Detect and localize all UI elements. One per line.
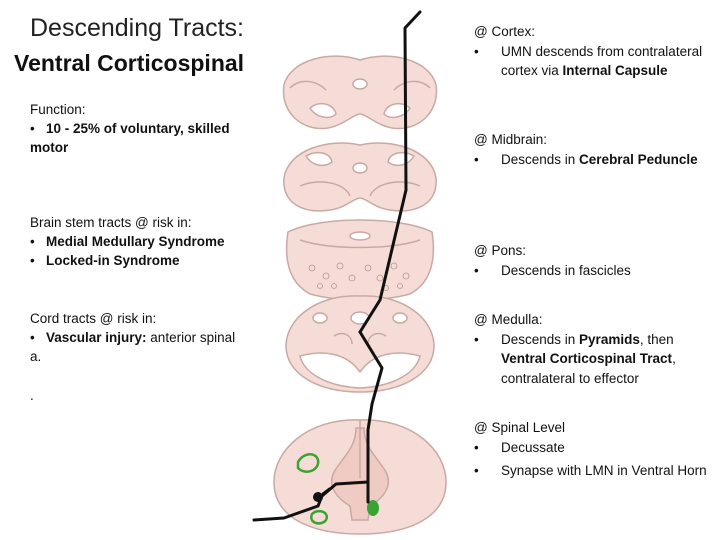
- ventral-tract-mark: [367, 500, 379, 516]
- cortex-label: @ Cortex:: [474, 24, 535, 39]
- bullet-icon: •: [474, 439, 479, 455]
- medulla-text-section: @ Medulla: • Descends in Pyramids, then …: [474, 310, 714, 388]
- spinal-item-1: • Decussate: [474, 438, 714, 458]
- title-line-1: Descending Tracts:: [30, 14, 244, 42]
- bullet-icon: •: [30, 253, 35, 268]
- lmn-dendrite: [321, 487, 331, 495]
- spinal-text-section: @ Spinal Level • Decussate • Synapse wit…: [474, 418, 714, 481]
- medulla-section: [285, 295, 435, 393]
- cortex-section: @ Cortex: • UMN descends from contralate…: [474, 22, 714, 81]
- function-section: Function: •10 - 25% of voluntary, skille…: [30, 100, 240, 157]
- midbrain-label: @ Midbrain:: [474, 132, 547, 147]
- cord-label: Cord tracts @ risk in:: [30, 311, 157, 326]
- pons-item: • Descends in fascicles: [474, 261, 714, 281]
- medulla-label: @ Medulla:: [474, 312, 543, 327]
- spinal-label: @ Spinal Level: [474, 420, 566, 435]
- midbrain-item: • Descends in Cerebral Peduncle: [474, 150, 714, 170]
- midbrain-text-section: @ Midbrain: • Descends in Cerebral Pedun…: [474, 130, 714, 169]
- cortex-item: • UMN descends from contralateral cortex…: [474, 42, 714, 81]
- medulla-item: • Descends in Pyramids, then Ventral Cor…: [474, 330, 714, 389]
- lmn-cell-body: [313, 492, 323, 502]
- brainstem-section: Brain stem tracts @ risk in: •Medial Med…: [30, 213, 240, 270]
- bullet-icon: •: [474, 331, 479, 347]
- cord-section: Cord tracts @ risk in: •Vascular injury:…: [30, 309, 240, 366]
- bullet-icon: •: [30, 330, 35, 345]
- bullet-icon: •: [474, 151, 479, 167]
- pons-text-section: @ Pons: • Descends in fascicles: [474, 241, 714, 280]
- spinal-cord-section: [273, 419, 447, 535]
- stray-dot: .: [30, 388, 34, 403]
- bullet-icon: •: [30, 121, 35, 136]
- title-line-2: Ventral Corticospinal: [14, 50, 245, 76]
- brainstem-item: •Locked-in Syndrome: [30, 253, 180, 268]
- function-label: Function:: [30, 102, 86, 117]
- brainstem-item: •Medial Medullary Syndrome: [30, 234, 225, 249]
- corticospinal-pathway: [252, 10, 422, 522]
- brainstem-label: Brain stem tracts @ risk in:: [30, 215, 192, 230]
- cord-item: •Vascular injury: anterior spinal a.: [30, 330, 236, 364]
- pons-section: [285, 219, 435, 301]
- bullet-icon: •: [474, 262, 479, 278]
- bullet-icon: •: [474, 43, 479, 59]
- function-item: •10 - 25% of voluntary, skilled motor: [30, 121, 230, 155]
- bullet-icon: •: [30, 234, 35, 249]
- spinal-item-2: • Synapse with LMN in Ventral Horn: [474, 461, 714, 481]
- pons-label: @ Pons:: [474, 243, 526, 258]
- midbrain-section-upper: [282, 55, 438, 130]
- bullet-icon: •: [474, 463, 479, 478]
- midbrain-section-lower: [283, 142, 437, 212]
- lateral-tract-marks: [296, 453, 329, 525]
